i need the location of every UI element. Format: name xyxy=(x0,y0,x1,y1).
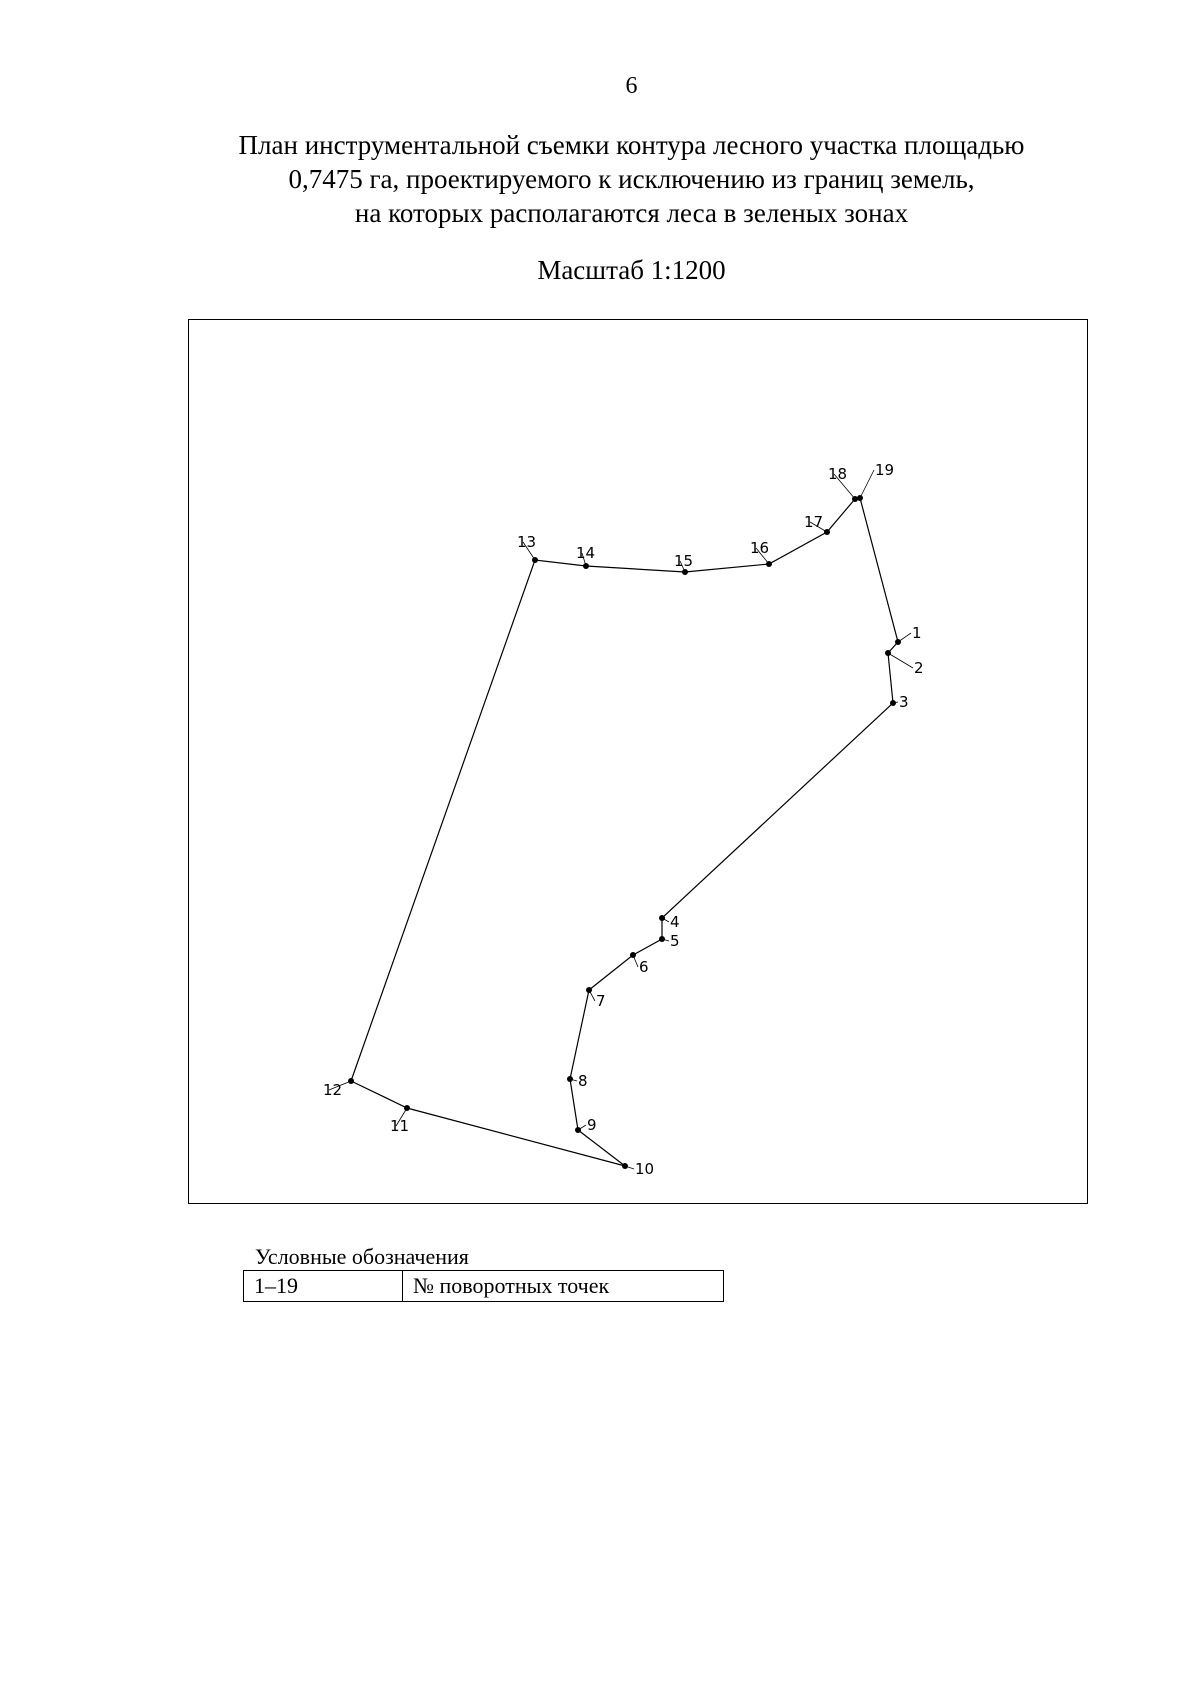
turning-point-label: 14 xyxy=(576,544,595,562)
title-line-3: на которых располагаются леса в зеленых … xyxy=(354,198,909,228)
document-title: План инструментальной съемки контура лес… xyxy=(0,128,1200,230)
label-leader-line xyxy=(328,1080,352,1091)
turning-point-label: 13 xyxy=(517,533,536,551)
legend-row: 1–19 № поворотных точек xyxy=(243,1270,724,1302)
turning-point-label: 2 xyxy=(914,659,924,677)
legend-caption: Условные обозначения xyxy=(255,1244,469,1269)
turning-point-label: 8 xyxy=(578,1072,588,1090)
turning-point-label: 9 xyxy=(587,1116,597,1134)
turning-point-label: 5 xyxy=(670,932,680,950)
title-line-2: 0,7475 га, проектируемого к исключению и… xyxy=(288,164,975,194)
title-line-1: План инструментальной съемки контура лес… xyxy=(238,130,1025,160)
page-number: 6 xyxy=(625,73,638,99)
turning-point-label: 15 xyxy=(674,552,693,570)
turning-point-label: 4 xyxy=(670,913,680,931)
label-leader-line xyxy=(892,701,899,704)
label-leader-line xyxy=(661,917,670,923)
label-leader-line xyxy=(395,1107,408,1127)
turning-point-label: 6 xyxy=(639,958,649,976)
label-leader-line xyxy=(679,560,686,573)
legend-symbol: 1–19 xyxy=(243,1270,403,1302)
label-leader-line xyxy=(632,954,639,968)
scale-label: Масштаб 1:1200 xyxy=(537,255,726,285)
label-leader-line xyxy=(887,652,914,669)
turning-point-label: 17 xyxy=(804,513,823,531)
label-leader-line xyxy=(661,938,670,942)
turning-point-label: 11 xyxy=(390,1117,409,1135)
label-leader-line xyxy=(897,632,912,643)
label-leader-line xyxy=(833,473,856,500)
label-leader-line xyxy=(569,1078,578,1082)
turning-point-label: 12 xyxy=(323,1081,342,1099)
label-leader-line xyxy=(577,1124,587,1131)
turning-point-label: 1 xyxy=(912,624,922,642)
turning-point-label: 7 xyxy=(596,992,606,1010)
turning-point-label: 16 xyxy=(750,539,769,557)
label-leader-line xyxy=(581,552,587,567)
turning-point-label: 19 xyxy=(875,461,894,479)
label-leader-line xyxy=(859,469,875,499)
label-leader-line xyxy=(809,521,828,533)
contour-line xyxy=(350,497,899,1167)
label-leader-line xyxy=(755,547,770,565)
turning-point-label: 10 xyxy=(635,1160,654,1178)
label-leader-line xyxy=(522,541,536,561)
label-leader-line xyxy=(624,1165,635,1170)
legend-table: 1–19 № поворотных точек xyxy=(243,1270,724,1302)
turning-point-label: 18 xyxy=(828,465,847,483)
label-leader-line xyxy=(588,989,596,1002)
legend-meaning: № поворотных точек xyxy=(402,1270,724,1302)
turning-point-label: 3 xyxy=(899,693,909,711)
